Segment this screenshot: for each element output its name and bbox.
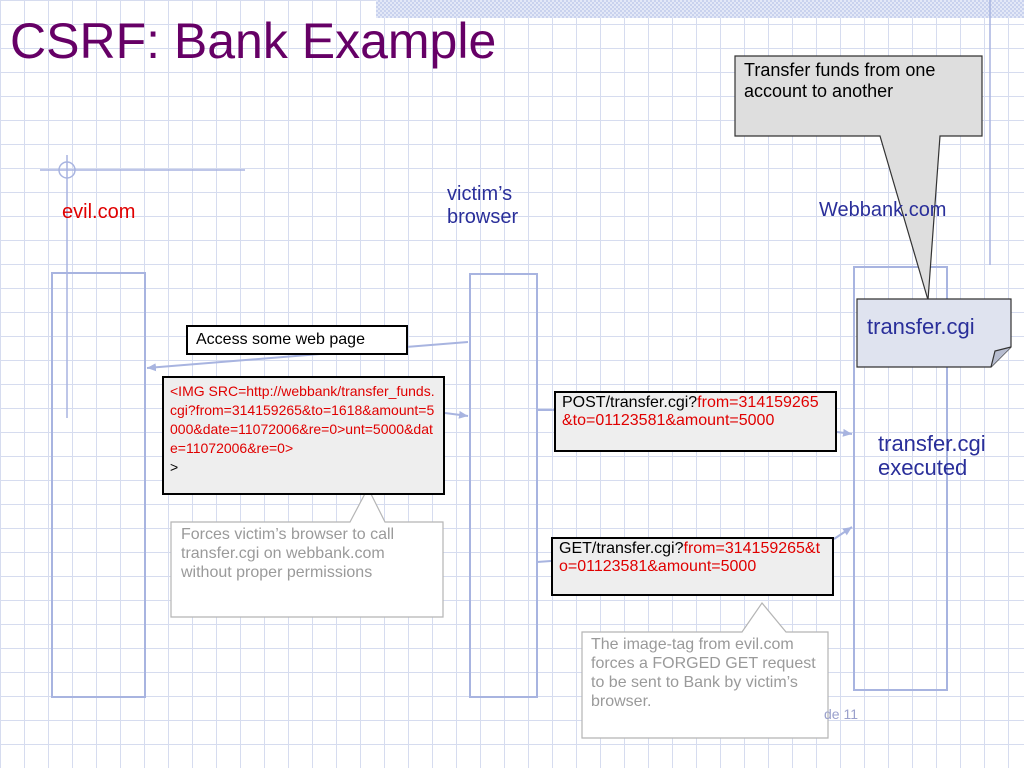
actor-browser-line1: victim’s xyxy=(447,183,513,205)
callout-forces-text: Forces victim’s browser to call transfer… xyxy=(181,526,395,581)
transfer-cgi-executed: transfer.cgi executed xyxy=(878,432,986,480)
executed-line1: transfer.cgi xyxy=(878,431,986,456)
executed-line2: executed xyxy=(878,455,968,480)
actor-webbank: Webbank.com xyxy=(819,199,947,221)
crosshair-decoration xyxy=(40,155,245,418)
lifeline-browser xyxy=(469,273,538,698)
access-web-page-box: Access some web page xyxy=(186,325,408,355)
get-request-box: GET/transfer.cgi?from=314159265&to=01123… xyxy=(551,537,834,596)
post-prefix: POST/transfer.cgi? xyxy=(562,394,698,411)
post-params: from=314159265&to=01123581&amount=5000 xyxy=(562,394,819,429)
arrow-img xyxy=(444,410,469,419)
get-params: from=314159265&to=01123581&amount=5000 xyxy=(559,540,821,575)
post-request-box: POST/transfer.cgi?from=314159265&to=0112… xyxy=(554,391,837,452)
arrow-get-end xyxy=(833,526,853,540)
actor-browser-line2: browser xyxy=(447,206,519,228)
arrow-get-start xyxy=(536,560,552,563)
lifeline-evil xyxy=(51,272,146,698)
callout-transfer-funds-shape xyxy=(734,55,983,301)
callout-forces-shape xyxy=(170,486,444,618)
img-tag-tail: > xyxy=(170,459,179,475)
arrow-access xyxy=(146,341,469,372)
actor-evil-com: evil.com xyxy=(62,201,136,223)
img-tag-box: <IMG SRC=http://webbank/transfer_funds.c… xyxy=(162,376,445,495)
transfer-cgi-label: transfer.cgi xyxy=(867,314,975,339)
callout-transfer-funds-text: Transfer funds from one account to anoth… xyxy=(744,60,936,101)
actor-victim-browser: victim’s browser xyxy=(447,183,518,229)
callout-image-tag-text: The image-tag from evil.com forces a FOR… xyxy=(591,636,816,710)
callout-image-tag-shape xyxy=(581,602,829,739)
cgi-box-fold xyxy=(990,346,1012,368)
header-pattern-band xyxy=(376,0,1024,18)
arrow-post-end xyxy=(836,428,853,437)
get-prefix: GET/transfer.cgi? xyxy=(559,540,684,557)
slide-number: de 11 xyxy=(824,706,858,722)
slide-title: CSRF: Bank Example xyxy=(10,13,497,69)
lifeline-bank xyxy=(853,266,948,691)
img-tag-text: <IMG SRC=http://webbank/transfer_funds.c… xyxy=(170,383,435,456)
